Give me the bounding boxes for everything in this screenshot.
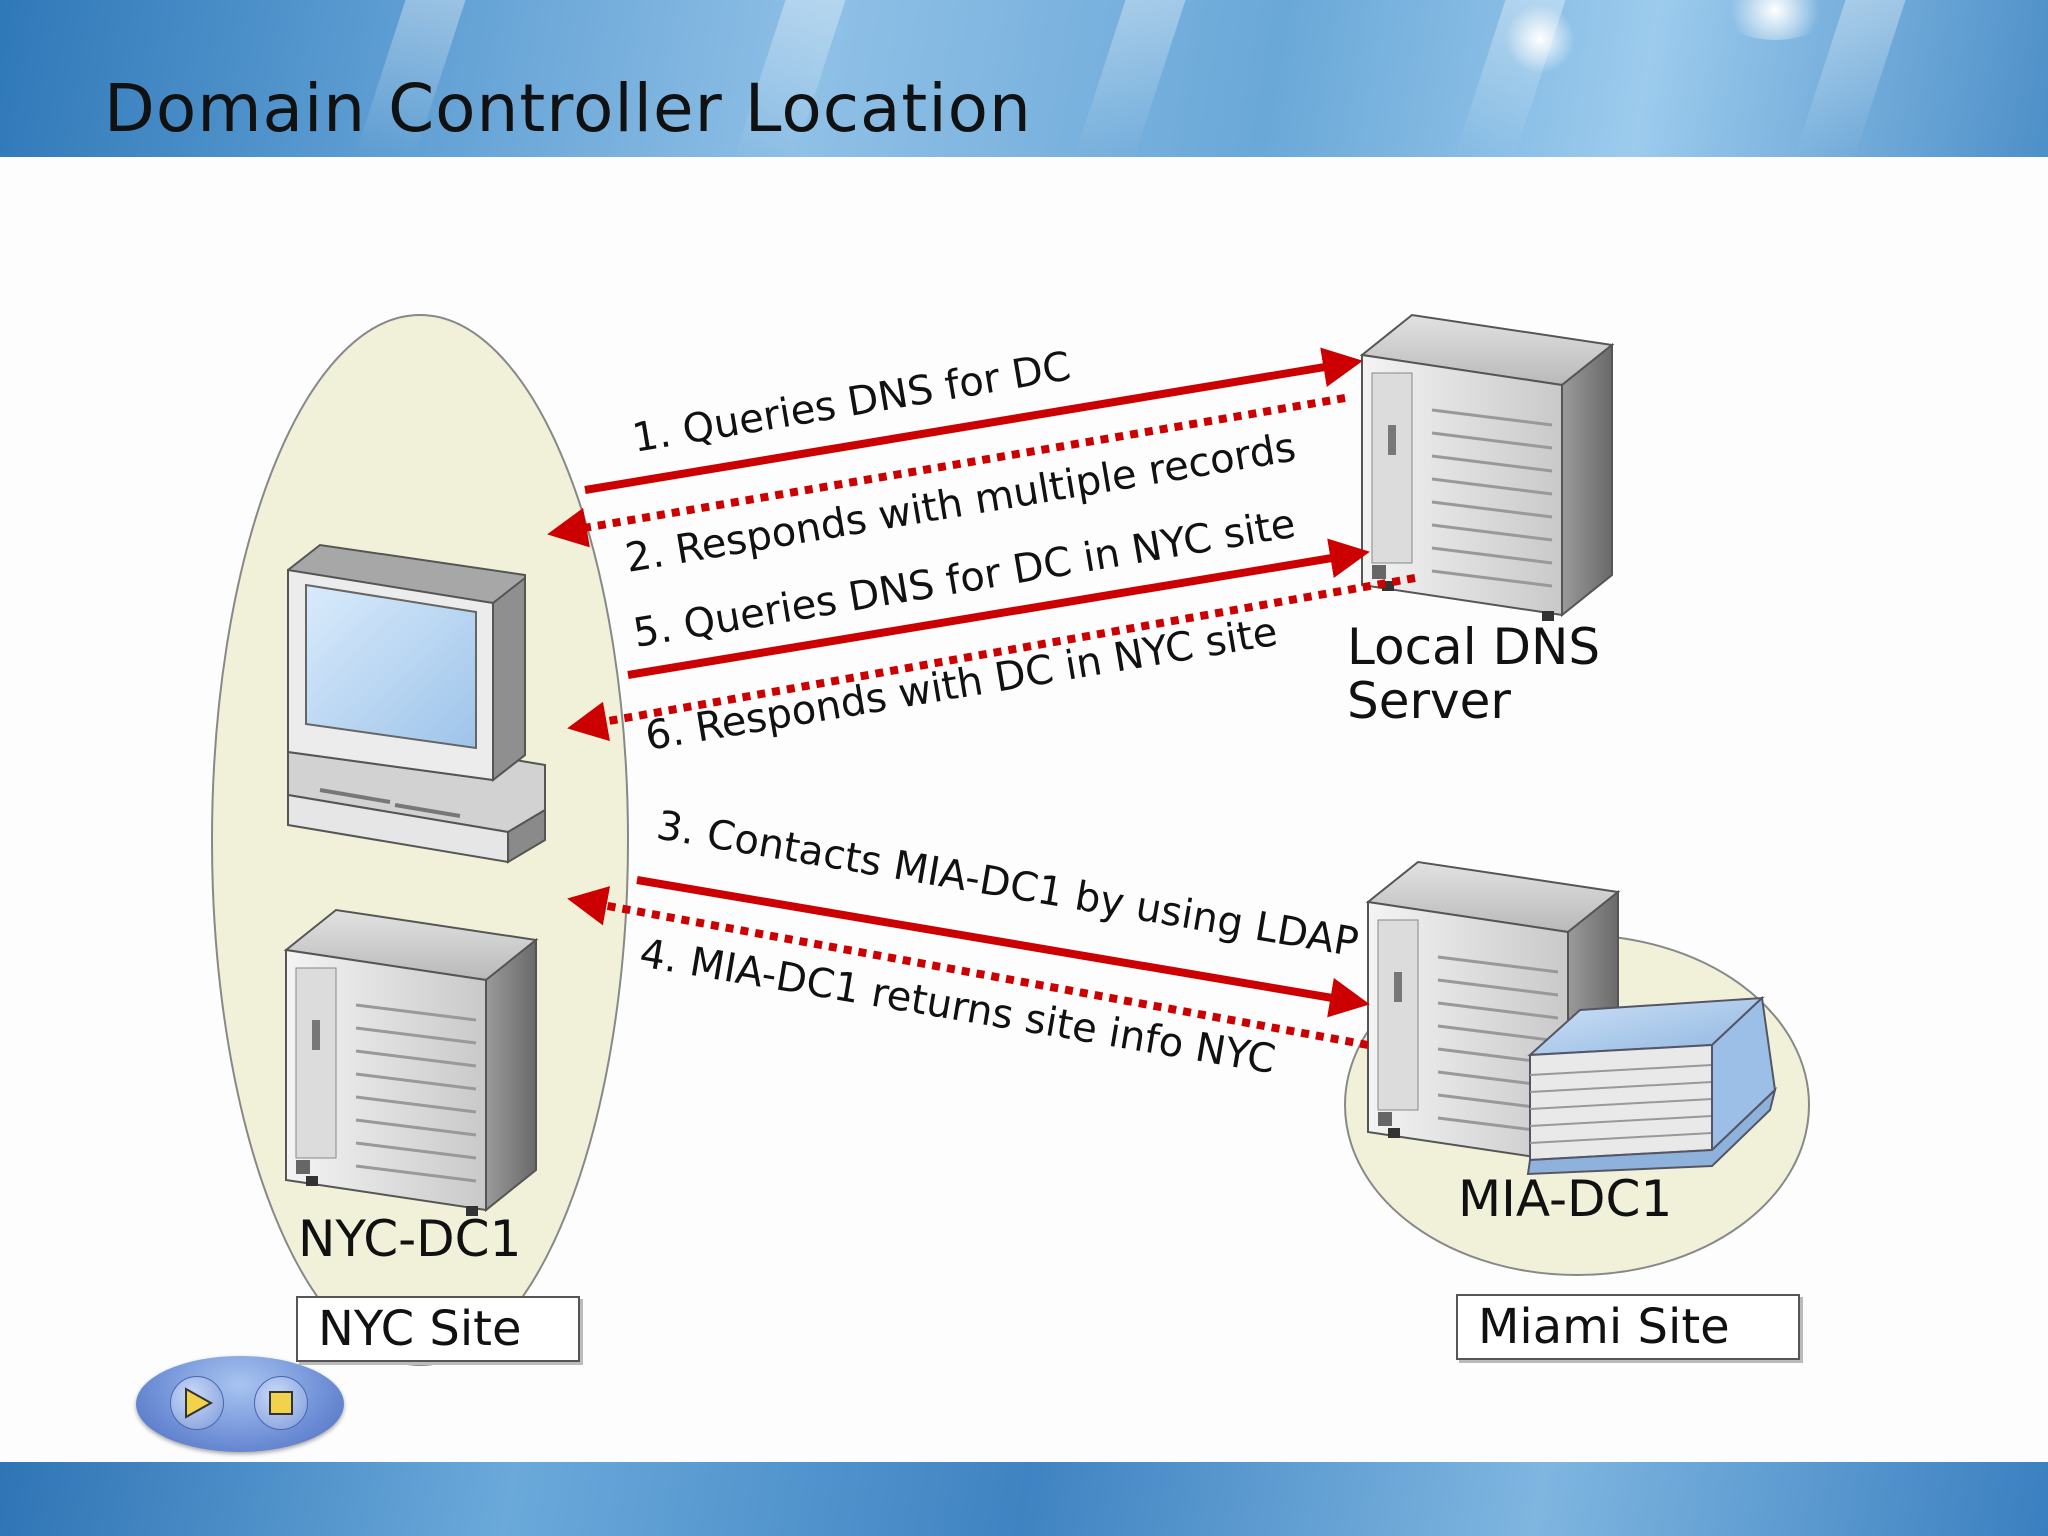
- mia-dc-label: MIA-DC1: [1458, 1170, 1673, 1228]
- header-banner: [0, 0, 2048, 157]
- arrow-step-6: [567, 574, 1416, 742]
- stop-icon: [269, 1391, 293, 1415]
- nyc-dc-label: NYC-DC1: [298, 1210, 522, 1268]
- slide-title: Domain Controller Location: [104, 70, 1032, 147]
- play-button[interactable]: [170, 1376, 224, 1430]
- arrow-step-5: [627, 538, 1370, 679]
- nyc-site-box: NYC Site: [296, 1296, 580, 1362]
- client-computer-icon: [287, 543, 546, 864]
- arrow-step-1: [584, 347, 1363, 494]
- arrow-step-3: [636, 876, 1370, 1018]
- dns-server-icon: [1360, 313, 1614, 623]
- miami-site-box: Miami Site: [1456, 1294, 1800, 1360]
- dns-server-label: Local DNS Server: [1347, 618, 1601, 730]
- play-icon: [185, 1387, 214, 1419]
- directory-book-icon: [1526, 995, 1777, 1176]
- step-4-label: 4. MIA-DC1 returns site info NYC: [636, 931, 1278, 1084]
- nyc-dc-server-icon: [284, 908, 538, 1218]
- playback-controls: [136, 1356, 344, 1452]
- stop-button[interactable]: [254, 1376, 308, 1430]
- arrow-step-2: [547, 394, 1346, 548]
- footer-banner: [0, 1462, 2048, 1536]
